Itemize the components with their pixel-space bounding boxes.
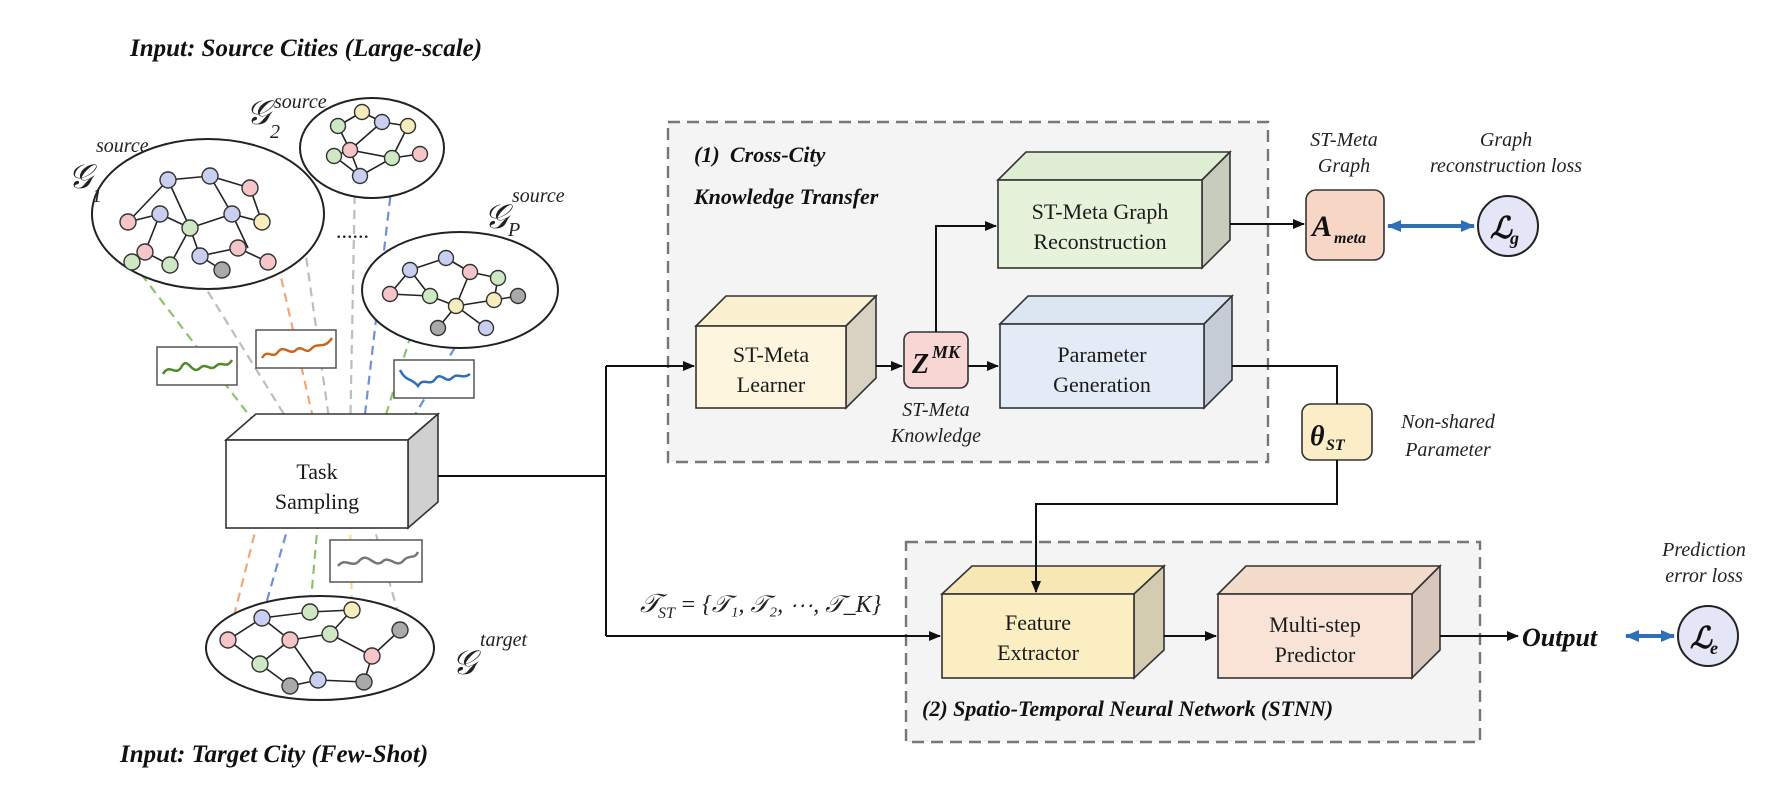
pred-loss-label-2: error loss [1665,565,1743,587]
svg-text:𝒢: 𝒢 [484,199,513,236]
connectors [438,219,1519,641]
multistep-predictor-block: Multi-step Predictor [1216,564,1442,680]
a-meta-box: A meta [1305,189,1385,261]
stmeta-graph-label-2: Graph [1318,155,1370,177]
zmk-box: Z MK [903,331,969,389]
graph-label-target: 𝒢 target [452,629,527,682]
svg-text:Predictor: Predictor [1275,642,1356,667]
svg-text:Z: Z [911,349,929,380]
series-box-gray [329,539,423,583]
feature-extractor-block: Feature Extractor [939,564,1167,680]
source-graph-1 [91,138,325,290]
svg-text:Reconstruction: Reconstruction [1033,229,1166,254]
svg-text:Feature: Feature [1005,610,1071,635]
source-graph-p [361,231,559,349]
svg-text:meta: meta [1334,230,1366,247]
graph-label-g2: 𝒢 2 source [246,91,327,143]
stmeta-knowledge-label-1: ST-Meta [902,399,969,421]
series-box-green [156,346,238,386]
graph-reconstruction-block: ST-Meta Graph Reconstruction [996,150,1232,270]
svg-text:source: source [96,135,149,157]
cross-city-title-2: Knowledge Transfer [693,184,879,209]
stmeta-knowledge-label-2: Knowledge [890,425,981,447]
target-graph [205,595,435,701]
theta-st-box: θ ST [1301,403,1373,461]
svg-text:θ: θ [1310,421,1325,452]
task-set-formula: 𝒯 ST = {𝒯₁, 𝒯₂, ⋯, 𝒯_K} [640,589,882,622]
graph-label-g1: 𝒢 1 source [68,135,149,207]
svg-text:2: 2 [270,121,280,143]
stmeta-graph-label-1: ST-Meta [1310,129,1377,151]
graph-label-gp: 𝒢 P source [484,185,565,241]
input-target-title: Input: Target City (Few-Shot) [119,741,428,768]
svg-text:source: source [274,91,327,113]
svg-text:MK: MK [931,342,962,362]
input-source-title: Input: Source Cities (Large-scale) [129,35,482,62]
svg-text:ℒ: ℒ [1690,622,1713,655]
svg-text:Generation: Generation [1053,372,1151,397]
cross-city-num: (1) [694,142,720,167]
svg-text:Learner: Learner [737,372,806,397]
svg-text:ST: ST [1326,437,1346,454]
svg-text:g: g [1509,228,1519,248]
svg-text:= {𝒯₁, 𝒯₂, ⋯, 𝒯_K}: = {𝒯₁, 𝒯₂, ⋯, 𝒯_K} [680,592,882,618]
svg-text:target: target [480,629,527,651]
cross-city-title-1: Cross-City [730,142,826,167]
svg-text:𝒢: 𝒢 [68,159,97,196]
svg-text:P: P [507,219,520,241]
task-sampling-block: Task Sampling [223,412,441,530]
svg-text:Parameter: Parameter [1057,342,1147,367]
svg-text:ST-Meta Graph: ST-Meta Graph [1032,199,1169,224]
nonshared-label-2: Parameter [1404,439,1491,461]
graph-ellipsis: ...... [336,218,369,243]
source-graph-2 [299,97,445,199]
graph-loss-circle: ℒ g [1477,195,1539,257]
svg-text:e: e [1710,638,1718,658]
output-label: Output [1522,623,1598,652]
svg-text:ST-Meta: ST-Meta [733,342,809,367]
svg-text:1: 1 [92,185,102,207]
svg-text:Task: Task [296,459,337,484]
stnn-title: (2) Spatio-Temporal Neural Network (STNN… [922,696,1333,721]
series-box-orange [255,329,337,369]
st-meta-learner-block: ST-Meta Learner [694,294,878,410]
svg-text:Extractor: Extractor [997,640,1080,665]
series-box-blue [393,359,475,399]
parameter-generation-block: Parameter Generation [998,294,1234,410]
graph-loss-label-1: Graph [1480,129,1532,151]
svg-text:Sampling: Sampling [275,489,359,514]
svg-text:𝒢: 𝒢 [452,645,481,682]
svg-text:ℒ: ℒ [1490,212,1513,245]
svg-text:ST: ST [658,605,676,622]
pred-loss-label-1: Prediction [1661,539,1746,561]
svg-text:A: A [1310,210,1332,243]
nonshared-label-1: Non-shared [1400,411,1496,433]
graph-loss-label-2: reconstruction loss [1430,155,1582,177]
svg-text:𝒢: 𝒢 [246,95,275,132]
prediction-loss-circle: ℒ e [1677,605,1739,667]
svg-text:source: source [512,185,565,207]
svg-text:Multi-step: Multi-step [1269,612,1361,637]
